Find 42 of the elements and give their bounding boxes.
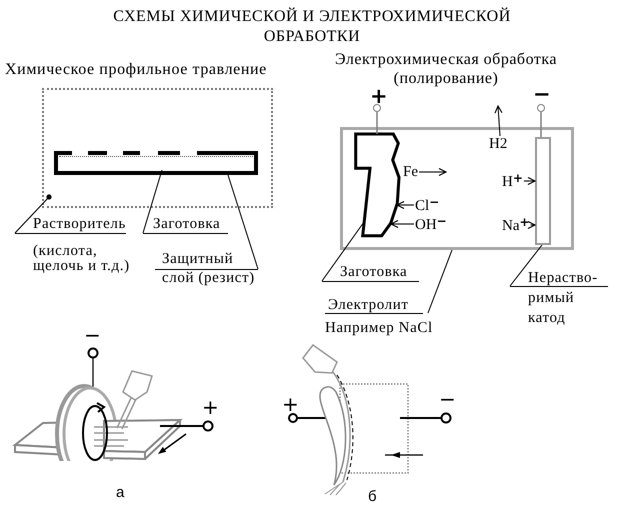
figure-letter: а (116, 484, 124, 501)
workpiece-anode (353, 132, 402, 238)
lead-wire (540, 112, 542, 137)
formula-label: Fe (403, 163, 418, 181)
arrow (523, 176, 536, 186)
part-label: Заготовка (322, 264, 420, 282)
note-text: Например NaCl (325, 320, 433, 336)
arrow (418, 168, 447, 176)
leader-line (322, 222, 364, 282)
electrolytic-bath (340, 127, 574, 250)
cathode-plate (535, 137, 551, 245)
arrow (527, 220, 536, 230)
diagram-title: СХЕМЫ ХИМИЧЕСКОЙ И ЭЛЕКТРОХИМИЧЕСКОЙ ОБРАБОТКИ (112, 7, 512, 47)
part-label: Электролит (325, 297, 423, 314)
part-label: Заготовка (143, 216, 228, 234)
polarity-sign: + (202, 396, 219, 418)
polarity-sign: + (370, 89, 388, 104)
arrow (396, 200, 414, 210)
polarity-sign: − (533, 87, 551, 102)
resist-layer (54, 151, 258, 175)
terminal-icon (373, 104, 381, 112)
leader-line (428, 250, 452, 314)
leader-line (228, 174, 258, 270)
note-text: (кислота, щелочь и т.д.) (33, 244, 131, 274)
polarity-sign: − (84, 324, 101, 346)
ion-label: H$^{+}$ (502, 172, 523, 191)
polarity-sign: + (282, 393, 299, 415)
figure-letter: б (368, 488, 377, 505)
etching-bath (42, 88, 273, 208)
formula-label: H2 (489, 137, 508, 152)
ion-label: Cl$^{−}$ (415, 196, 440, 215)
lead-wire (376, 112, 378, 134)
arrow (390, 220, 414, 228)
scheme-heading: Химическое профильное травление (5, 61, 267, 79)
scheme-heading: Электрохимическая обработка (полирование) (334, 50, 558, 88)
polarity-sign: − (439, 388, 456, 410)
ion-label: Na$^{+}$ (502, 216, 530, 235)
ion-label: OH$^{−}$ (415, 215, 447, 234)
terminal-icon (537, 104, 545, 112)
leader-line (510, 244, 542, 286)
part-label: Растворитель (15, 216, 126, 234)
part-label: Защитный слой (резист) (155, 250, 258, 288)
